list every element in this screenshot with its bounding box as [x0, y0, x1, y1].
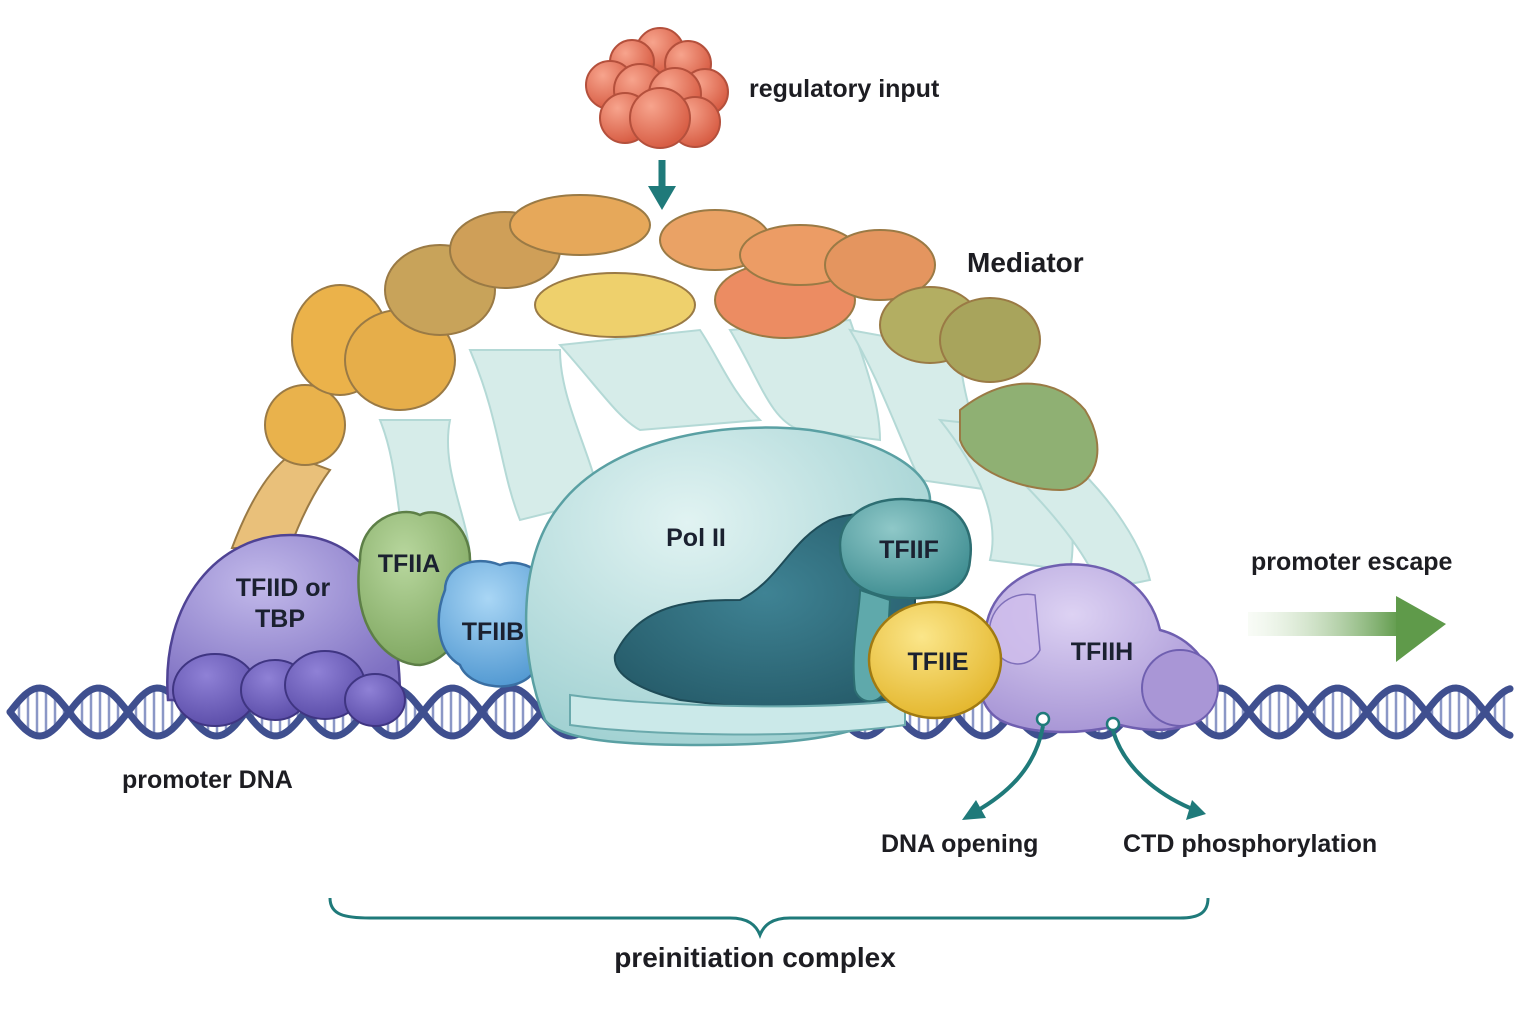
tfiie: [867, 600, 1003, 720]
regulatory-arrow: [648, 160, 676, 210]
dna-opening-arrow: [974, 725, 1045, 814]
label-dna-opening: DNA opening: [881, 830, 1038, 858]
regulatory-input-cluster: [585, 27, 729, 149]
tfiih-dots: [1035, 711, 1121, 732]
pol-ii: [524, 426, 932, 747]
ctd-arrow: [1111, 730, 1191, 810]
label-tfiie: TFIIE: [907, 648, 968, 676]
ctd-arrowhead: [1186, 800, 1206, 820]
label-preinitiation-complex: preinitiation complex: [614, 942, 896, 973]
label-mediator: Mediator: [967, 247, 1084, 278]
preinitiation-brace: [328, 897, 1210, 940]
label-tfiid-line2: TBP: [255, 605, 305, 633]
label-promoter-escape: promoter escape: [1251, 548, 1453, 576]
dna-opening-arrowhead: [962, 800, 986, 820]
label-tfiif: TFIIF: [879, 536, 939, 564]
label-regulatory-input: regulatory input: [749, 75, 940, 103]
label-promoter-dna: promoter DNA: [122, 766, 293, 794]
promoter-escape-arrow: [1248, 596, 1446, 662]
tfiih: [977, 563, 1219, 734]
label-tfiid-line1: TFIID or: [236, 574, 331, 602]
label-pol-ii: Pol II: [666, 524, 726, 552]
mediator-arch: [230, 194, 1099, 549]
label-tfiih: TFIIH: [1071, 638, 1134, 666]
label-ctd-phosphorylation: CTD phosphorylation: [1123, 830, 1377, 858]
label-tfiib: TFIIB: [462, 618, 525, 646]
label-tfiia: TFIIA: [378, 550, 441, 578]
